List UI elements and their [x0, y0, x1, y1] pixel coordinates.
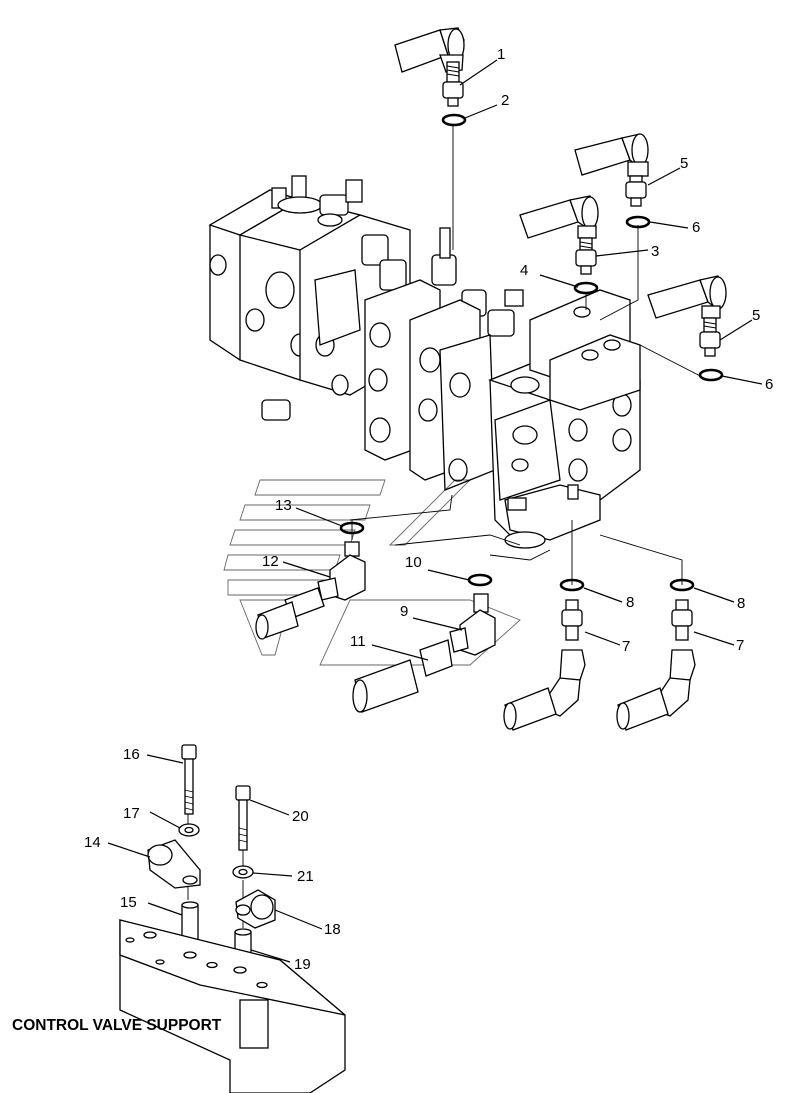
hose-3 — [519, 195, 599, 239]
fitting-1 — [442, 61, 464, 107]
callout-7-right: 7 — [736, 637, 744, 654]
hose-7-left — [503, 649, 586, 731]
hose-12 — [255, 587, 325, 640]
o-ring-13 — [339, 521, 365, 535]
callout-20: 20 — [292, 808, 309, 825]
bracket-18 — [235, 889, 276, 929]
callout-6-upper: 6 — [692, 219, 700, 236]
callout-6-lower: 6 — [765, 376, 773, 393]
caption-control-valve-support: CONTROL VALVE SUPPORT — [12, 1017, 222, 1034]
fitting-5-upper — [625, 175, 647, 207]
callout-14: 14 — [84, 834, 101, 851]
callout-18: 18 — [324, 921, 341, 938]
callout-5-upper: 5 — [680, 155, 688, 172]
fitting-7-right — [671, 599, 693, 641]
callout-2: 2 — [501, 92, 509, 109]
bolt-20 — [235, 785, 251, 851]
fitting-5-lower — [699, 317, 721, 357]
callout-15: 15 — [120, 894, 137, 911]
support-frame — [119, 919, 346, 1093]
bracket-14 — [147, 839, 201, 889]
bolt-16 — [181, 744, 197, 815]
hose-lower-right — [647, 275, 727, 319]
callout-13: 13 — [275, 497, 292, 514]
callout-21: 21 — [297, 868, 314, 885]
callout-19: 19 — [294, 956, 311, 973]
o-ring-8-left — [559, 578, 585, 592]
control-valve-assembly — [208, 175, 641, 549]
hose-11 — [352, 639, 453, 713]
hose-7-right — [616, 649, 696, 731]
callout-11: 11 — [350, 633, 366, 650]
fitting-3 — [575, 237, 597, 275]
washer-17 — [178, 823, 200, 837]
o-ring-8-right — [669, 578, 695, 592]
fitting-7-left — [561, 599, 583, 641]
callout-17: 17 — [123, 805, 140, 822]
o-ring-2 — [441, 113, 467, 127]
o-ring-10 — [467, 573, 493, 587]
callout-3: 3 — [651, 243, 659, 260]
elbow-9 — [449, 593, 496, 656]
callout-4: 4 — [520, 262, 528, 279]
callout-1: 1 — [497, 46, 505, 63]
o-ring-6-lower — [698, 368, 724, 382]
o-ring-4 — [573, 281, 599, 295]
callout-12: 12 — [262, 553, 279, 570]
elbow-12 — [317, 541, 366, 601]
callout-16: 16 — [123, 746, 140, 763]
callout-8-left: 8 — [626, 594, 634, 611]
callout-labels: 1 2 3 4 5 5 6 6 7 7 8 8 9 10 11 12 13 14… — [84, 46, 773, 973]
washer-21 — [232, 865, 254, 879]
o-ring-6-upper — [625, 215, 651, 229]
callout-10: 10 — [405, 554, 422, 571]
callout-7-left: 7 — [622, 638, 630, 655]
callout-5-lower: 5 — [752, 307, 760, 324]
callout-9: 9 — [400, 603, 408, 620]
hose-upper-right — [574, 133, 649, 177]
callout-leaders — [107, 59, 763, 963]
callout-8-right: 8 — [737, 595, 745, 612]
